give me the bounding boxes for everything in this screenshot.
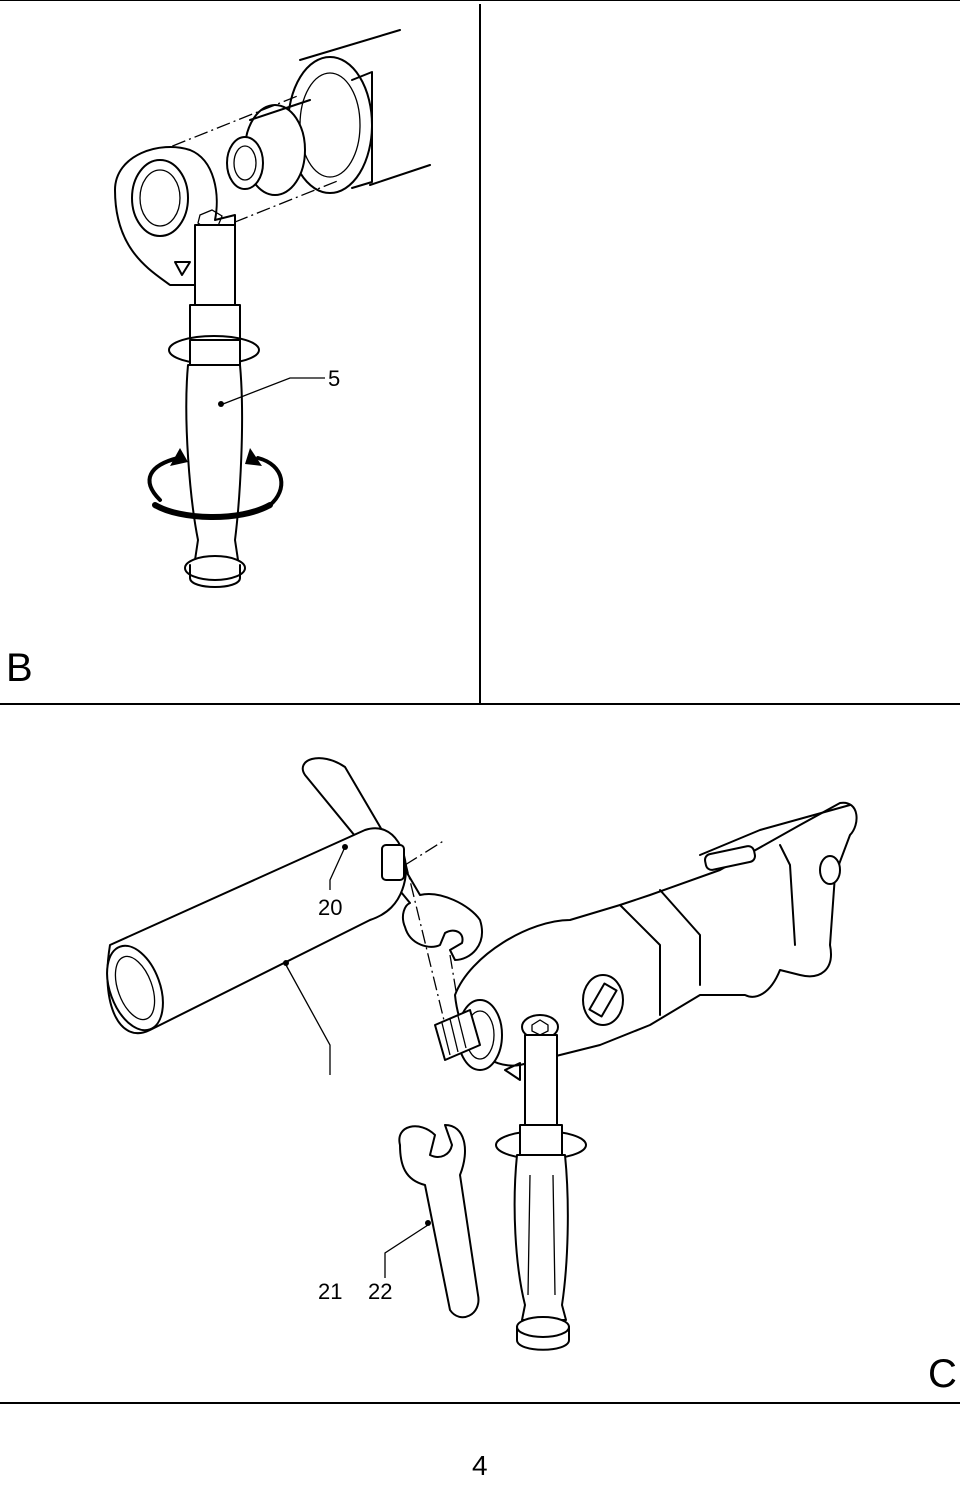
callout-20: 20 — [318, 895, 343, 920]
top-divider-line — [0, 0, 960, 1]
handle-shaft-drawing — [168, 224, 260, 366]
rotation-arrow-icon — [147, 448, 284, 520]
page-number: 4 — [472, 1450, 488, 1481]
horizontal-divider-line-mid — [0, 703, 960, 705]
callout-22: 22 — [368, 1279, 393, 1304]
wrench-bottom-drawing — [398, 1124, 480, 1319]
figure-letter-c: C — [928, 1352, 957, 1396]
handle-grip-drawing — [184, 364, 246, 588]
figure-c-illustration — [106, 757, 858, 1351]
figure-letter-b: B — [6, 646, 33, 690]
callout-21: 21 — [318, 1279, 343, 1304]
horizontal-divider-line-bottom — [0, 1402, 960, 1404]
callout-5: 5 — [328, 366, 341, 391]
machine-collar-drawing — [226, 29, 431, 196]
core-drill-body-drawing — [434, 801, 858, 1081]
figure-b-illustration — [114, 29, 431, 588]
core-bit-drawing — [106, 827, 407, 1035]
vertical-divider-line — [479, 4, 481, 704]
side-handle-drawing — [495, 1034, 587, 1351]
